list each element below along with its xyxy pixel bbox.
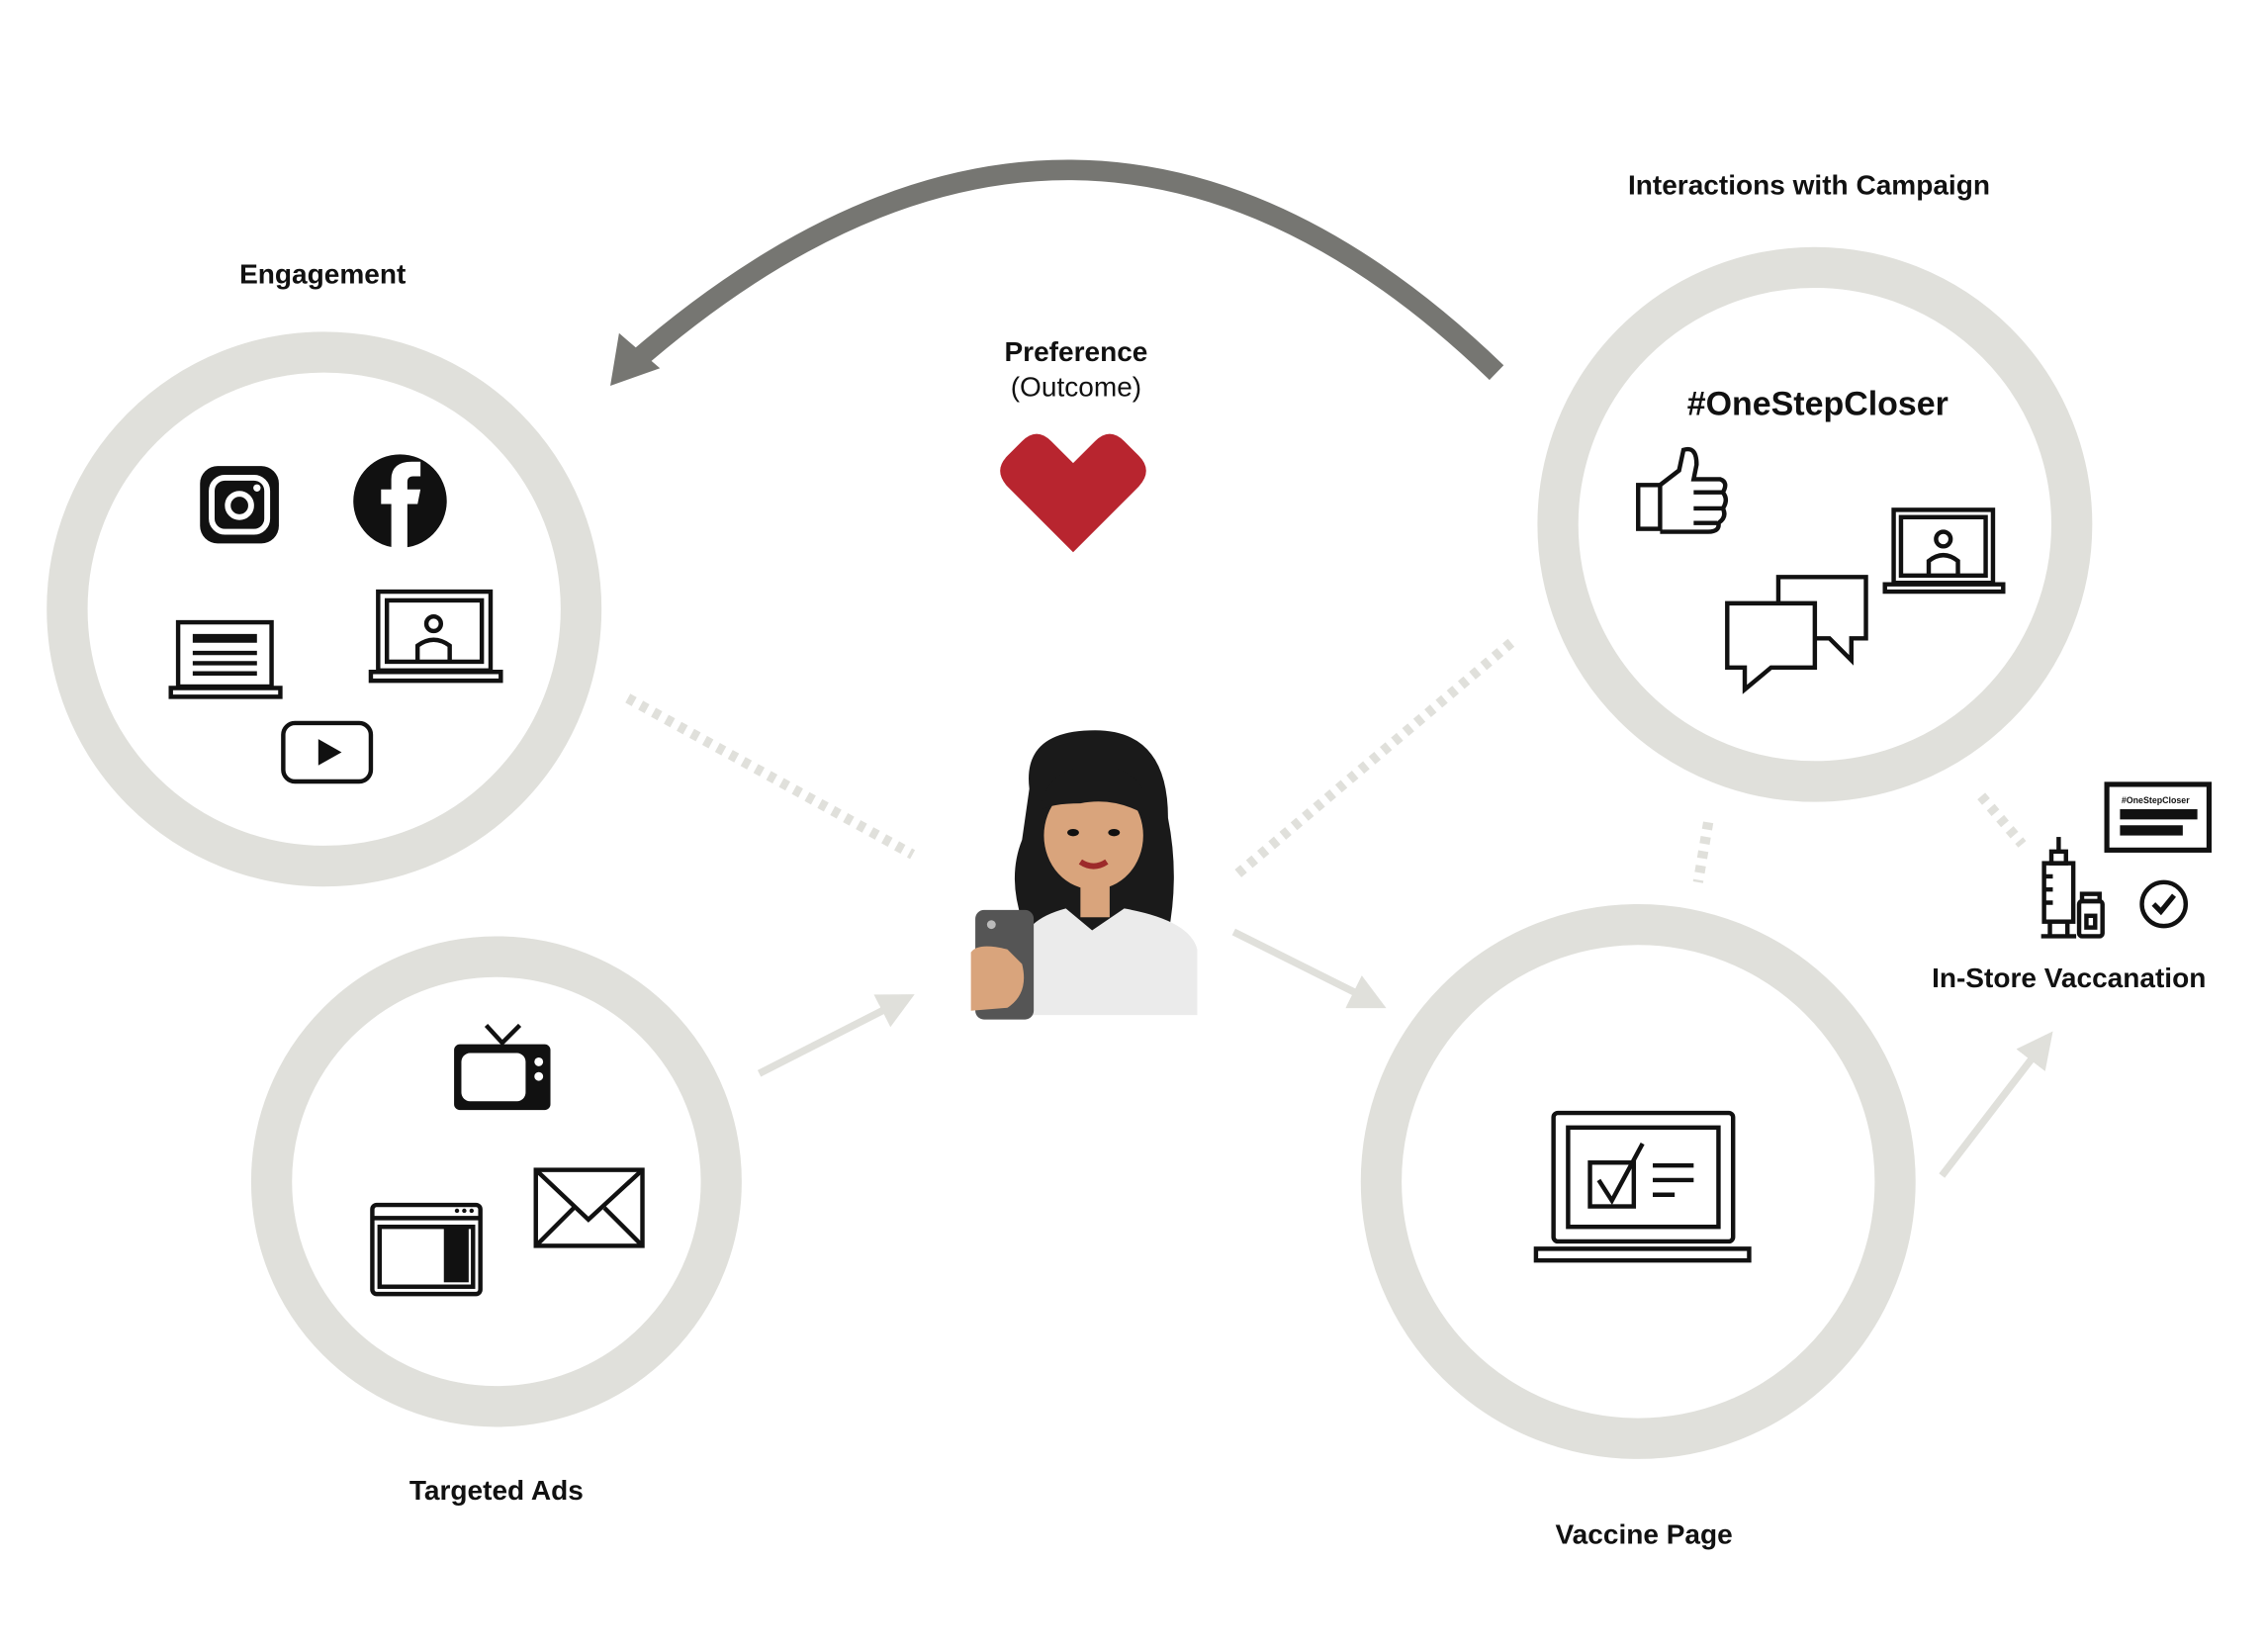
dotted-connector [625, 693, 916, 860]
in-store-vaccination-label: In-Store Vaccanation [1932, 963, 2206, 993]
feedback-arc-arrow [610, 159, 1504, 386]
vaccine-vial-icon [2076, 891, 2105, 939]
interactions-label: Interactions with Campaign [1628, 170, 1990, 201]
tv-icon [454, 1023, 551, 1111]
campaign-card-icon: #OneStepCloser [2104, 781, 2213, 853]
heart-icon [1000, 433, 1146, 553]
dotted-connector [1692, 821, 1714, 883]
engagement-label: Engagement [239, 259, 406, 290]
preference-label: Preference [1004, 336, 1147, 367]
thumbs-up-icon [1636, 446, 1729, 534]
laptop-video-call-icon [1882, 507, 2006, 595]
card-hashtag-text: #OneStepCloser [2122, 795, 2190, 805]
email-envelope-icon [533, 1167, 645, 1248]
browser-ad-icon [370, 1202, 483, 1297]
woman-with-phone-illustration [970, 730, 1198, 1020]
vaccine-page-label: Vaccine Page [1556, 1519, 1733, 1550]
facebook-icon [353, 454, 447, 550]
hashtag-label: #OneStepCloser [1687, 385, 1949, 422]
laptop-video-call-icon [368, 589, 503, 684]
flow-arrow [1939, 1031, 2053, 1178]
flow-arrow [1231, 928, 1387, 1009]
flow-arrow [757, 994, 915, 1077]
engagement-ring [46, 331, 602, 887]
laptop-article-icon [168, 619, 283, 699]
outcome-label: (Outcome) [1011, 371, 1141, 402]
laptop-checklist-icon [1533, 1110, 1752, 1263]
dotted-connector [1234, 638, 1515, 877]
interactions-ring [1537, 246, 2093, 802]
vaccine-page-ring [1360, 903, 1916, 1459]
targeted-ads-ring [250, 936, 742, 1427]
targeted-ads-label: Targeted Ads [409, 1475, 584, 1506]
check-circle-icon [2139, 879, 2189, 929]
chat-bubbles-icon [1725, 575, 1868, 694]
dotted-connector [1977, 792, 2027, 848]
youtube-icon [281, 720, 374, 784]
syringe-icon [2040, 837, 2077, 939]
instagram-icon [200, 466, 279, 544]
